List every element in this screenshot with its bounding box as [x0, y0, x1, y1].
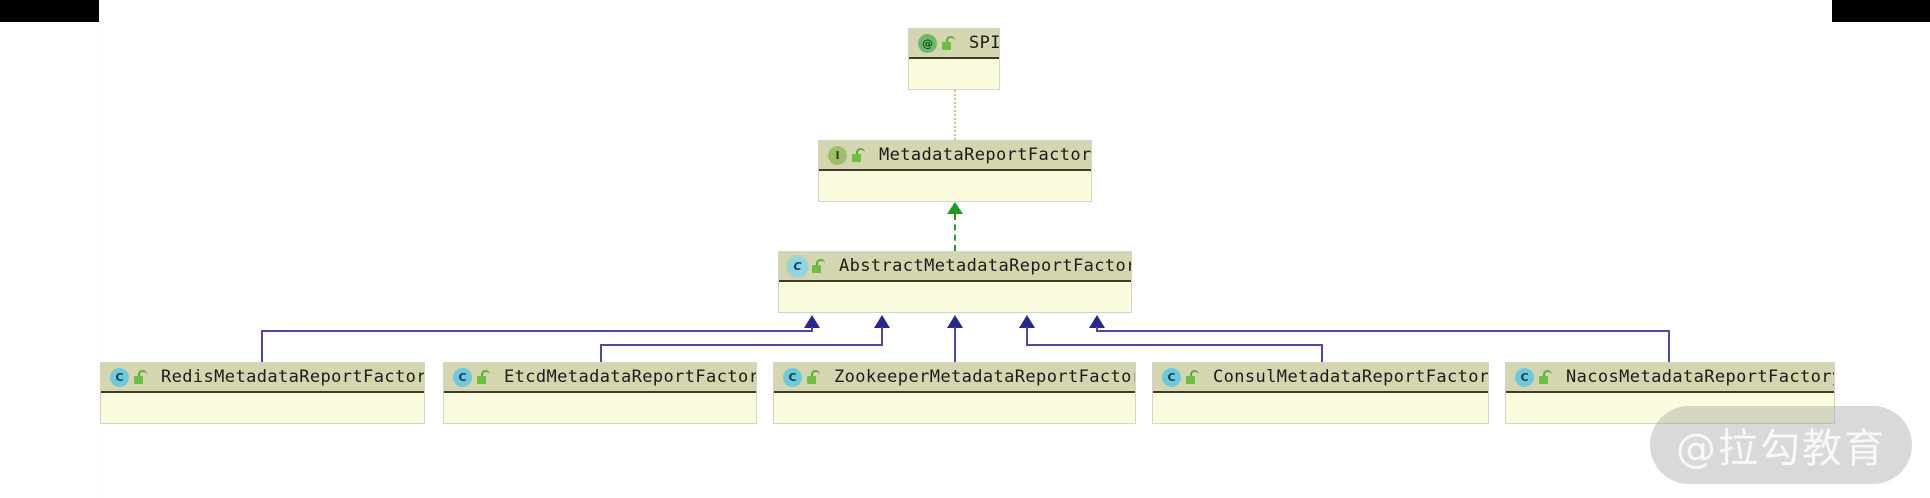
node-spi[interactable]: @ SPI: [908, 28, 1000, 90]
edge-nacos-vertical-near-box: [1668, 330, 1670, 362]
annotation-at-icon: @: [918, 33, 937, 53]
arrowhead-consul: [1019, 315, 1035, 328]
node-nacos-body: [1506, 393, 1834, 423]
arrowhead-redis: [804, 315, 820, 328]
node-abstract-metadata-report-factory-body: [779, 282, 1131, 312]
node-metadata-report-factory[interactable]: I MetadataReportFactory: [818, 140, 1092, 202]
node-etcd-header: C EtcdMetadataReportFactory: [444, 363, 756, 393]
node-abstract-metadata-report-factory[interactable]: C AbstractMetadataReportFactory: [778, 251, 1132, 313]
node-spi-body: [909, 59, 999, 89]
node-etcd-label: EtcdMetadataReportFactory: [504, 367, 756, 387]
node-consul-label: ConsulMetadataReportFactory: [1213, 367, 1488, 387]
node-redis-header: C RedisMetadataReportFactory: [101, 363, 424, 393]
unlocked-padlock-icon: [807, 370, 820, 384]
node-zookeeper-label: ZookeeperMetadataReportFactory: [834, 367, 1135, 387]
edge-etcd-vertical-riser: [881, 327, 883, 346]
node-nacos-header: C NacosMetadataReportFactory: [1506, 363, 1834, 393]
letterbox-bar-left: [0, 0, 99, 22]
edge-redis-horizontal: [261, 330, 812, 332]
node-metadata-report-factory-body: [819, 171, 1091, 201]
unlocked-padlock-icon: [134, 370, 147, 384]
unlocked-padlock-icon: [477, 370, 490, 384]
node-consul-body: [1153, 393, 1488, 423]
edge-etcd-vertical-near-box: [600, 344, 602, 362]
unlocked-padlock-icon: [852, 148, 865, 162]
node-etcd-body: [444, 393, 756, 423]
edge-etcd-horizontal: [600, 344, 882, 346]
node-consul-metadata-report-factory[interactable]: C ConsulMetadataReportFactory: [1152, 362, 1489, 424]
unlocked-padlock-icon: [812, 259, 825, 273]
edge-nacos-vertical-riser: [1096, 327, 1098, 332]
class-c-icon: C: [783, 367, 802, 387]
edge-redis-vertical-near-box: [261, 330, 263, 362]
page-edge-line: [99, 22, 100, 498]
edge-zookeeper-vertical: [954, 327, 956, 362]
watermark-text: @拉勾教育: [1676, 426, 1886, 472]
node-spi-header: @ SPI: [909, 29, 999, 59]
edge-spi-annotation-link: [954, 90, 956, 140]
node-metadata-report-factory-header: I MetadataReportFactory: [819, 141, 1091, 171]
node-metadata-report-factory-label: MetadataReportFactory: [879, 145, 1091, 165]
unlocked-padlock-icon: [1186, 370, 1199, 384]
node-abstract-metadata-report-factory-label: AbstractMetadataReportFactory: [839, 256, 1131, 276]
arrowhead-nacos: [1089, 315, 1105, 328]
edge-realization-line: [954, 214, 956, 251]
class-c-icon: C: [1515, 367, 1534, 387]
edge-nacos-horizontal: [1096, 330, 1670, 332]
interface-i-icon: I: [828, 145, 847, 165]
node-redis-body: [101, 393, 424, 423]
edge-consul-vertical-near-box: [1321, 344, 1323, 362]
node-redis-metadata-report-factory[interactable]: C RedisMetadataReportFactory: [100, 362, 425, 424]
arrowhead-zookeeper: [947, 315, 963, 328]
node-spi-label: SPI: [969, 33, 999, 53]
watermark: @拉勾教育: [1650, 406, 1912, 484]
node-nacos-label: NacosMetadataReportFactory: [1566, 367, 1834, 387]
edge-realization-arrowhead: [947, 202, 963, 214]
class-c-icon: C: [453, 367, 472, 387]
class-c-icon: C: [110, 367, 129, 387]
node-redis-label: RedisMetadataReportFactory: [161, 367, 424, 387]
unlocked-padlock-icon: [942, 36, 955, 50]
node-consul-header: C ConsulMetadataReportFactory: [1153, 363, 1488, 393]
node-nacos-metadata-report-factory[interactable]: C NacosMetadataReportFactory: [1505, 362, 1835, 424]
node-zookeeper-metadata-report-factory[interactable]: C ZookeeperMetadataReportFactory: [773, 362, 1136, 424]
edge-consul-horizontal: [1026, 344, 1323, 346]
arrowhead-etcd: [874, 315, 890, 328]
class-c-icon: C: [1162, 367, 1181, 387]
edge-redis-vertical-riser: [811, 327, 813, 332]
node-zookeeper-body: [774, 393, 1135, 423]
unlocked-padlock-icon: [1539, 370, 1552, 384]
letterbox-bar-right: [1832, 0, 1930, 22]
abstract-class-c-icon: C: [788, 256, 807, 276]
node-etcd-metadata-report-factory[interactable]: C EtcdMetadataReportFactory: [443, 362, 757, 424]
node-abstract-metadata-report-factory-header: C AbstractMetadataReportFactory: [779, 252, 1131, 282]
edge-consul-vertical-riser: [1026, 327, 1028, 346]
node-zookeeper-header: C ZookeeperMetadataReportFactory: [774, 363, 1135, 393]
